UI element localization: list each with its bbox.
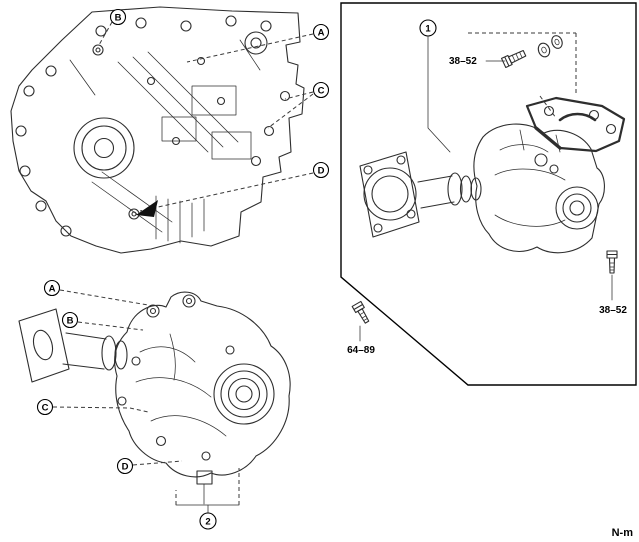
leader-callout-b-bottom (77, 321, 144, 331)
svg-text:A: A (49, 284, 56, 295)
rear-bolt-group: 38–52 (599, 250, 627, 316)
callout-a-top: A (312, 23, 330, 41)
bolt-icon (606, 250, 618, 274)
svg-text:2: 2 (205, 517, 210, 528)
leader-callout-a-top (186, 33, 314, 63)
torque-label-rear-bolt: 38–52 (599, 305, 627, 316)
leader-callout-d-bottom (132, 460, 183, 466)
svg-text:B: B (115, 13, 122, 24)
callout-d-bottom: D (116, 457, 134, 475)
inset-hardware-group: 38–52 (449, 32, 577, 119)
svg-text:1: 1 (425, 24, 431, 35)
callout-c-bottom: C (36, 398, 54, 416)
mounting-bracket (525, 96, 626, 153)
svg-text:D: D (318, 166, 325, 177)
leader-arrow-d (136, 200, 158, 217)
torque-label-hardware: 38–52 (449, 56, 477, 67)
leader-callout-c-bottom (52, 406, 149, 413)
leader-callout-d-top (139, 172, 314, 212)
svg-text:B: B (67, 316, 74, 327)
leader-callout-c-top (267, 91, 314, 129)
callout-a-bottom: A (43, 279, 61, 297)
bolt-icon (351, 300, 370, 324)
svg-text:D: D (122, 462, 129, 473)
transfer-assembly-inset-drawing (359, 96, 626, 254)
callout-b-bottom: B (61, 311, 79, 329)
leader-callout-a-bottom (59, 289, 149, 306)
unit-label: N-m (612, 527, 634, 539)
callout-d-top: D (312, 161, 330, 179)
bolt-icon (500, 49, 527, 69)
washer-icon (551, 35, 563, 49)
callout-b-top: B (109, 8, 127, 26)
engine-transaxle-drawing (10, 6, 305, 254)
callout-part1: 1 (419, 19, 437, 37)
callout-c-top: C (312, 81, 330, 99)
svg-text:C: C (318, 86, 325, 97)
leader-part1 (427, 35, 451, 153)
washer-icon (537, 42, 551, 58)
inset-box-border (340, 2, 637, 386)
leader-callout-b-top (98, 21, 113, 46)
svg-text:C: C (42, 403, 49, 414)
mount-bolt-group: 64–89 (347, 300, 375, 356)
torque-label-mount-bolt: 64–89 (347, 345, 375, 356)
svg-text:A: A (318, 28, 325, 39)
callout-part2-group: 2 (175, 468, 240, 530)
transfer-assembly-drawing (18, 291, 291, 505)
